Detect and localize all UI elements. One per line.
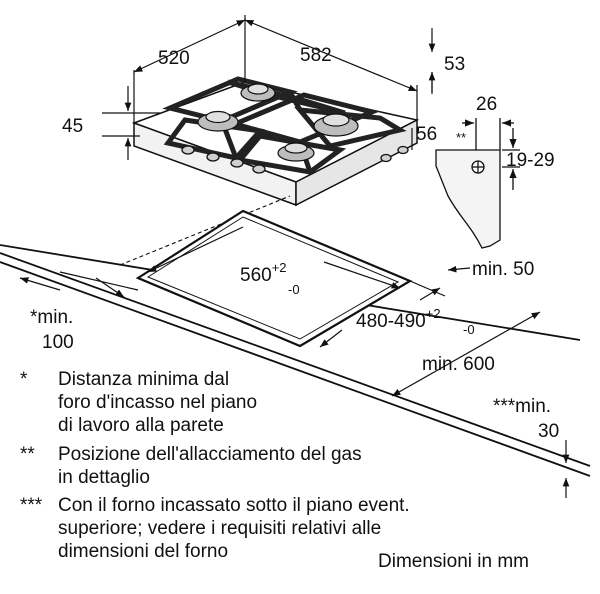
- control-knobs: [181, 145, 409, 174]
- dim-480-490: 480-490+2: [356, 306, 441, 332]
- dim-560-main: 560: [240, 265, 272, 286]
- note-2-line-2: in dettaglio: [58, 467, 150, 488]
- worktop-dimension-lines: [19, 226, 570, 498]
- dim-56: 56: [416, 124, 437, 145]
- gas-connection-detail: [435, 118, 520, 249]
- dim-min-30-value: 30: [538, 421, 559, 442]
- dim-582: 582: [300, 45, 332, 66]
- burner-front-right: [277, 142, 315, 162]
- burner-front-left: [197, 110, 239, 132]
- dim-min-100-label: *min.: [30, 307, 73, 328]
- dim-min-100-value: 100: [42, 332, 74, 353]
- note-1-line-2: foro d'incasso nel piano: [58, 392, 258, 413]
- dim-min-50: min. 50: [472, 259, 534, 280]
- dim-520: 520: [158, 48, 190, 69]
- note-2-line-1: Posizione dell'allacciamento del gas: [58, 444, 362, 465]
- dim-560: 560+2: [240, 260, 287, 286]
- conn-stars: **: [456, 130, 466, 145]
- dim-min-30-label: ***min.: [493, 396, 551, 417]
- dim-480-490-plus: +2: [426, 306, 441, 321]
- note-3-line-1: Con il forno incassato sotto il piano ev…: [58, 495, 410, 516]
- dim-min-600: min. 600: [422, 354, 495, 375]
- dimension-lines: [102, 15, 436, 160]
- dim-480-490-main: 480-490: [356, 311, 426, 332]
- dim-480-490-minus: -0: [463, 322, 475, 337]
- dim-560-minus: -0: [288, 282, 300, 297]
- note-3-line-3: dimensioni del forno: [58, 541, 229, 562]
- dim-45: 45: [62, 116, 83, 137]
- burners: [197, 83, 359, 162]
- note-3-mark: ***: [20, 495, 43, 516]
- dim-53: 53: [444, 54, 465, 75]
- hob-side-face: [295, 118, 418, 207]
- note-3-line-2: superiore; vedere i requisiti relativi a…: [58, 518, 382, 539]
- note-2-mark: **: [20, 444, 35, 465]
- burner-rear-right: [313, 113, 359, 137]
- dim-26: 26: [476, 94, 497, 115]
- units-label: Dimensioni in mm: [378, 551, 529, 572]
- note-1-mark: *: [20, 369, 28, 390]
- note-1-line-3: di lavoro alla parete: [58, 415, 224, 436]
- note-1-line-1: Distanza minima dal: [58, 369, 230, 390]
- dim-560-plus: +2: [272, 260, 287, 275]
- hob-drawing: [131, 76, 420, 207]
- dim-19-29: 19-29: [506, 150, 555, 171]
